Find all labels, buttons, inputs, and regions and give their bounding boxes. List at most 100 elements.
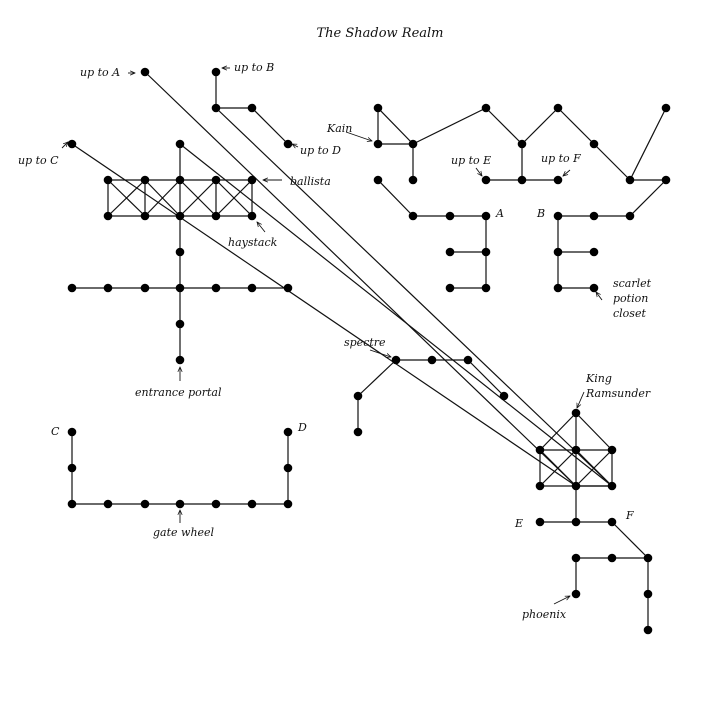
node-tD [283, 139, 293, 149]
node-ph3 [571, 589, 581, 599]
node-q0 [535, 445, 545, 455]
node-e0 [481, 175, 491, 185]
label-ramsunder: Ramsunder [585, 387, 651, 400]
map-nodes [67, 67, 671, 635]
node-e1 [517, 175, 527, 185]
node-tC [67, 139, 77, 149]
edge-s1-s2 [357, 359, 397, 397]
node-p4 [589, 139, 599, 149]
node-c252 [175, 247, 185, 257]
label-potion: potion [613, 292, 648, 305]
node-gD2 [283, 463, 293, 473]
node-b1 [589, 211, 599, 221]
arrow-up-to-c [61, 142, 68, 149]
arrow-up-to-e [475, 167, 482, 176]
node-gu4 [247, 175, 257, 185]
node-b3 [553, 247, 563, 257]
edge-kg-q0 [539, 412, 577, 451]
node-a3 [445, 247, 455, 257]
node-h4 [247, 283, 257, 293]
node-k2 [408, 139, 418, 149]
node-b2 [625, 211, 635, 221]
label-king: King [585, 372, 612, 385]
node-m3 [625, 175, 635, 185]
label-up-to-a: up to A [80, 66, 120, 79]
node-ph4 [643, 589, 653, 599]
node-b0 [553, 211, 563, 221]
node-gu0 [103, 175, 113, 185]
node-a0 [408, 211, 418, 221]
arrow-haystack [257, 222, 266, 233]
node-m4 [661, 175, 671, 185]
label-a: A [495, 207, 504, 220]
node-gC2 [67, 463, 77, 473]
edge-p3-p4 [557, 107, 595, 145]
node-e2 [553, 175, 563, 185]
label-up-to-b: up to B [234, 61, 274, 74]
node-s4 [463, 355, 473, 365]
node-gC [67, 427, 77, 437]
node-s2 [391, 355, 401, 365]
node-w3 [175, 499, 185, 509]
annotation-arrows [61, 68, 603, 605]
label-gate-wheel: gate wheel [153, 526, 215, 539]
node-p1 [481, 103, 491, 113]
node-w0 [67, 499, 77, 509]
node-r0 [535, 481, 545, 491]
node-h1 [103, 283, 113, 293]
label-up-to-e: up to E [451, 154, 491, 167]
arrow-spectre [369, 349, 391, 357]
label-up-to-d: up to D [300, 144, 341, 157]
node-q1 [571, 445, 581, 455]
label-spectre: spectre [344, 336, 386, 349]
node-r4 [247, 103, 257, 113]
node-c360 [175, 355, 185, 365]
node-gu1 [140, 175, 150, 185]
edge-p1-p2 [485, 107, 523, 145]
node-k1 [373, 139, 383, 149]
node-w2 [140, 499, 150, 509]
arrow-up-to-d [292, 144, 299, 147]
node-p2 [517, 139, 527, 149]
edge-m4-b2 [629, 179, 667, 217]
label-b: B [536, 207, 545, 220]
node-c288 [175, 283, 185, 293]
edge-gl0-gu1 [107, 179, 146, 217]
node-r1 [571, 481, 581, 491]
node-gl3 [211, 211, 221, 221]
edge-gl2-gu3 [179, 179, 217, 217]
edge-kg-q2 [575, 412, 613, 451]
arrow-kain [345, 131, 372, 141]
node-p5 [661, 103, 671, 113]
edge-s4-s5 [467, 359, 505, 397]
label-phoenix: phoenix [522, 608, 567, 621]
label-ballista: ballista [290, 175, 331, 188]
node-b6 [589, 283, 599, 293]
edge-p5-m3 [629, 107, 667, 181]
node-h2 [140, 283, 150, 293]
map-title: The Shadow Realm [316, 26, 443, 41]
node-b5 [553, 283, 563, 293]
arrow-phoenix [553, 596, 570, 605]
node-m1 [408, 175, 418, 185]
node-h0 [67, 283, 77, 293]
label-c: C [51, 425, 60, 438]
label-f: F [625, 509, 634, 522]
label-scarlet: scarlet [613, 277, 652, 290]
node-h5 [283, 283, 293, 293]
node-w4 [211, 499, 221, 509]
label-haystack: haystack [228, 236, 278, 249]
node-r2 [607, 481, 617, 491]
node-s5 [499, 391, 509, 401]
node-a4 [481, 247, 491, 257]
label-kain: Kain [326, 122, 352, 135]
node-kE [535, 517, 545, 527]
node-b4 [589, 247, 599, 257]
node-s3 [427, 355, 437, 365]
node-gl2 [175, 211, 185, 221]
edge-r2-r3 [215, 107, 613, 487]
node-s1 [353, 391, 363, 401]
node-p3 [553, 103, 563, 113]
edge-tA-r1 [144, 71, 577, 487]
